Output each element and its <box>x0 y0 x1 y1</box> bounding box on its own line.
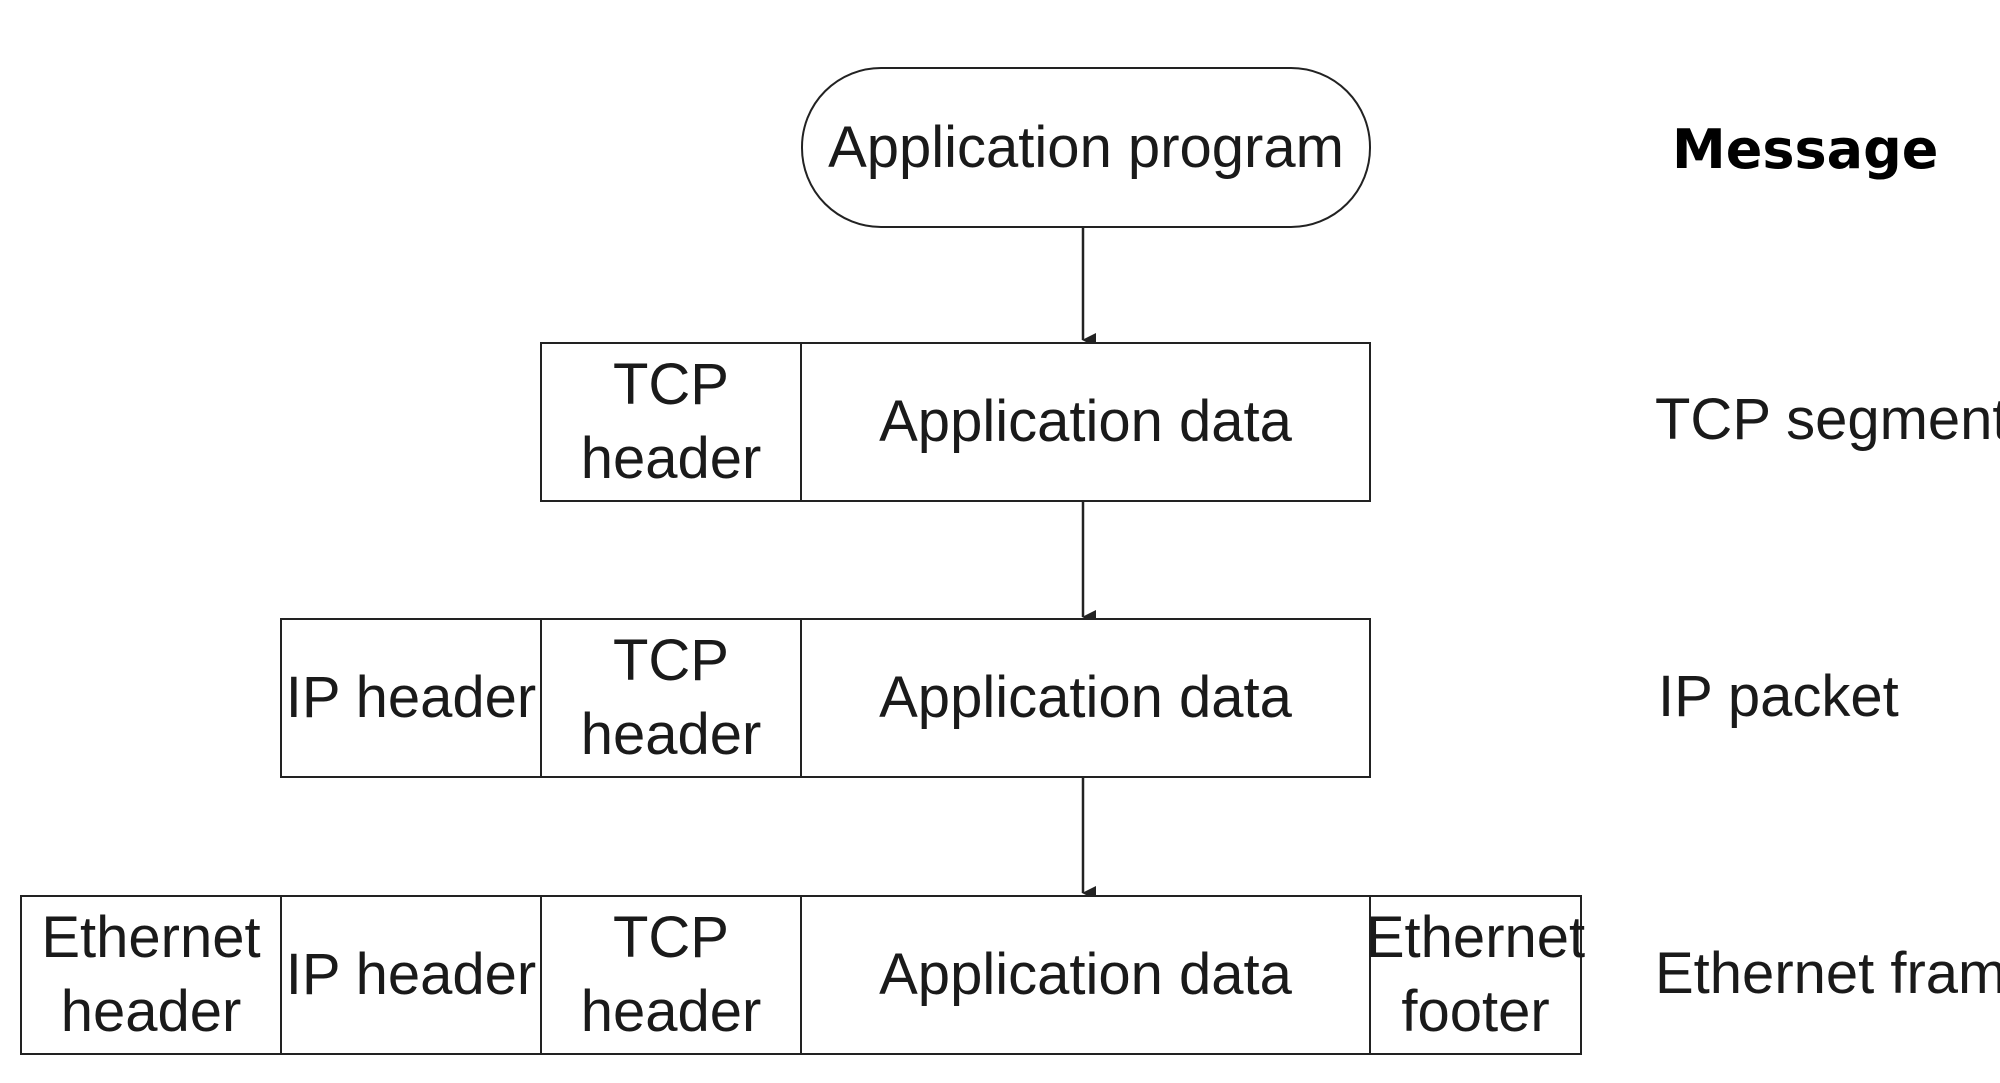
ethernet-frame-ip-header: IP header <box>280 895 542 1055</box>
layer-label-message: Message <box>1672 118 1939 181</box>
application-program-label: Application program <box>828 115 1344 180</box>
layer-label-ethernet-frame: Ethernet frame <box>1655 941 2000 1006</box>
ethernet-frame-tcp-header: TCP header <box>540 895 802 1055</box>
layer-label-ip-packet: IP packet <box>1658 664 1899 729</box>
layer-label-tcp-segment: TCP segment <box>1655 387 2000 452</box>
ip-packet-ip-header: IP header <box>280 618 542 778</box>
ethernet-frame-ethernet-footer: Ethernet footer <box>1366 895 1585 1055</box>
ip-packet-tcp-header: TCP header <box>540 618 802 778</box>
ip-packet-application-data: Application data <box>800 618 1371 778</box>
tcp-segment-tcp-header: TCP header <box>540 342 802 502</box>
ethernet-frame-ethernet-header: Ethernet header <box>20 895 282 1055</box>
ethernet-frame-application-data: Application data <box>800 895 1371 1055</box>
application-program-node: Application program <box>801 67 1371 228</box>
tcp-segment-application-data: Application data <box>800 342 1371 502</box>
